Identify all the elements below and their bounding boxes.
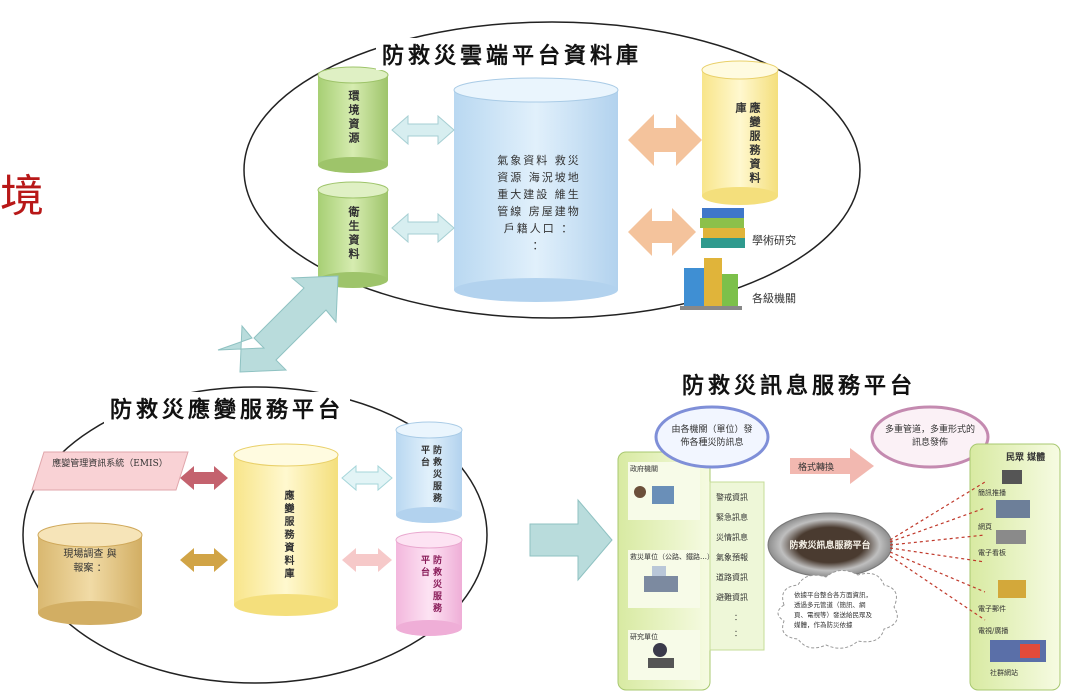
right-item-5: 電視/廣播 xyxy=(978,627,1009,635)
response-title: 防救災應變服務平台 xyxy=(104,392,351,424)
response-db-label-top: 應變服務資料庫 xyxy=(734,102,761,186)
env-to-core-arrow xyxy=(391,114,455,146)
platform-blue-cylinder xyxy=(395,421,463,523)
response-db-cylinder xyxy=(233,443,339,616)
meeting-icon xyxy=(648,643,674,668)
cropped-red-char: 境 xyxy=(0,171,44,222)
bubble-left-text: 由各機關（單位）發佈各種災防訊息 xyxy=(671,425,753,448)
right-item-2: 網頁 xyxy=(978,523,992,531)
env-resources-label: 環境資源 xyxy=(347,90,360,146)
platform2-label: 防救災服務平台 xyxy=(419,555,441,615)
response-db-label: 應變服務資料庫 xyxy=(282,490,293,581)
response-db-cylinder-top xyxy=(701,60,779,205)
email-icon xyxy=(998,580,1026,598)
emis-arrow xyxy=(180,466,228,490)
left-panel-item-3: 研究單位 xyxy=(630,633,658,641)
dispatch-lines xyxy=(889,481,986,621)
academic-label: 學術研究 xyxy=(752,234,796,247)
web-icon xyxy=(996,500,1030,518)
db-to-pink-arrow xyxy=(342,548,392,572)
core-to-academic-arrow xyxy=(628,208,696,256)
bubble-right xyxy=(870,405,990,469)
info-title: 防救災訊息服務平台 xyxy=(676,368,923,400)
right-panel-title: 民眾 媒體 xyxy=(1006,453,1046,463)
bubble-left xyxy=(654,405,770,469)
core-db-label: 氣象資料 救災資源 海況坡地 重大建設 維生管線 房屋建物 戶籍人口 ： ： xyxy=(497,154,581,252)
format-arrow-label: 格式轉換 xyxy=(798,463,835,473)
mid-list-item-2: 緊急訊息 xyxy=(716,513,748,522)
cloud-to-response-arrow xyxy=(217,275,339,373)
field-ops-arrow xyxy=(180,548,228,572)
mid-list-item-5: 道路資訊 xyxy=(716,573,748,582)
field-ops-cylinder xyxy=(37,522,143,625)
mid-list-item-1: 警戒資訊 xyxy=(716,493,748,502)
right-item-4: 電子郵件 xyxy=(978,605,1006,613)
platform-pink-cylinder xyxy=(395,531,463,636)
center-disc-label: 防救災訊息服務平台 xyxy=(789,541,871,551)
cloud-title: 防救災雲端平台資料庫 xyxy=(376,38,649,70)
buildings-icon xyxy=(680,258,742,310)
mid-list-item-6: 避難資訊 xyxy=(716,593,748,602)
workstation-icon xyxy=(644,566,678,592)
health-data-cylinder xyxy=(317,181,389,288)
health-data-label: 衛生資料 xyxy=(347,206,360,262)
core-database-cylinder xyxy=(453,77,619,302)
bubble-right-text: 多重管道，多重形式的訊息發佈 xyxy=(884,425,975,448)
db-to-blue-arrow xyxy=(341,464,393,492)
format-arrow xyxy=(790,448,874,484)
agency-label: 各級機關 xyxy=(752,292,796,305)
left-panel-item-1: 政府機關 xyxy=(630,465,658,473)
left-panel-item-2: 救災單位（公路、鐵路…） xyxy=(630,553,714,561)
mid-list-item-3: 災情訊息 xyxy=(716,533,748,542)
note-cloud xyxy=(777,570,898,649)
emis-label: 應變管理資訊系統（EMIS） xyxy=(52,459,168,469)
env-resources-cylinder xyxy=(317,66,389,173)
right-item-1: 簡訊推播 xyxy=(978,489,1006,497)
note-text: 依據平台整合各方面資訊，透過多元管道（簡訊、網頁、電視等）發送給民眾及媒體，作為… xyxy=(794,591,872,629)
right-item-6: 社群網站 xyxy=(990,669,1018,677)
platform1-label: 防救災服務平台 xyxy=(419,445,441,505)
field-ops-label: 現場調查 與 報案 ： xyxy=(63,549,117,574)
mid-list-item-4: 氣象預報 xyxy=(716,553,748,562)
health-to-core-arrow xyxy=(391,212,455,244)
info-right-panel xyxy=(969,443,1061,691)
phone-icon xyxy=(1002,470,1022,484)
right-item-3: 電子看板 xyxy=(978,549,1006,557)
mid-list-item-7: ： xyxy=(734,613,742,622)
mid-list-item-8: ： xyxy=(734,629,742,638)
info-mid-panel xyxy=(709,481,765,651)
books-icon xyxy=(700,208,745,248)
emis-box xyxy=(31,451,189,491)
office-icon xyxy=(634,486,674,504)
board-icon xyxy=(996,530,1026,544)
core-to-response-arrow xyxy=(628,114,702,166)
response-to-info-arrow xyxy=(529,498,613,582)
